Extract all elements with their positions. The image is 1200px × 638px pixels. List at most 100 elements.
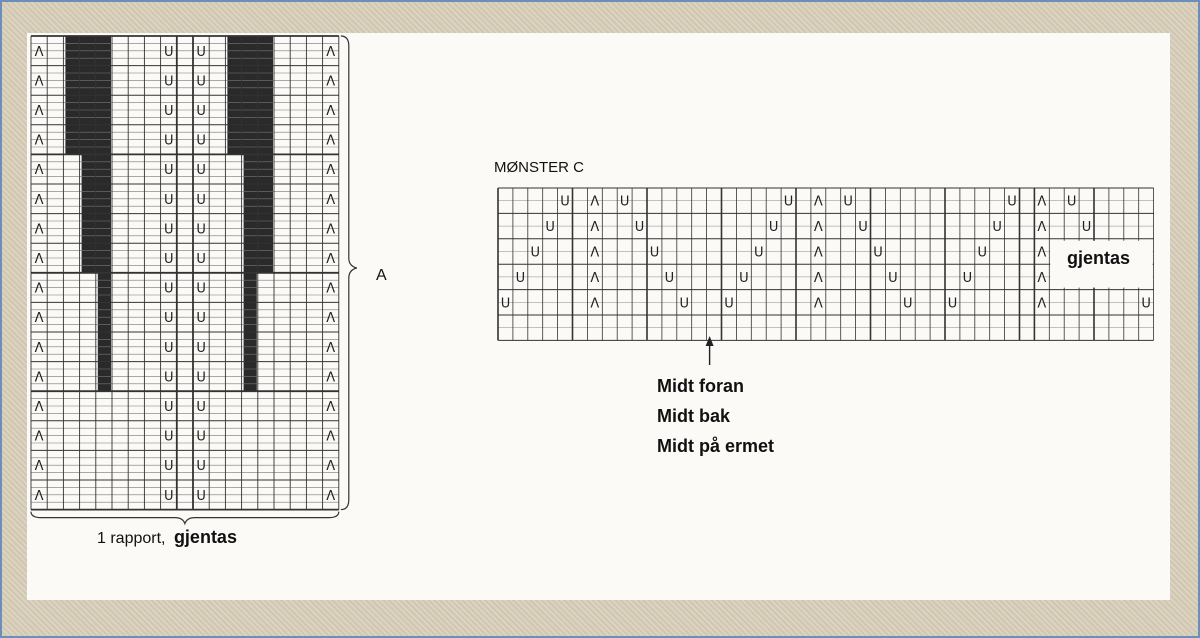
repeat-label: 1 rapport, xyxy=(97,530,165,547)
chart-c-symbol: U xyxy=(754,246,764,261)
chart-a-symbol: Λ xyxy=(35,489,44,504)
chart-a-symbol: U xyxy=(196,45,206,60)
chart-c-symbol: U xyxy=(620,195,630,210)
chart-a-symbol: U xyxy=(196,311,206,326)
center-back-label: Midt bak xyxy=(657,406,731,426)
chart-a-symbol: Λ xyxy=(326,282,335,297)
chart-a-symbol: Λ xyxy=(326,430,335,445)
chart-a-symbol: Λ xyxy=(326,252,335,267)
chart-a-symbol: U xyxy=(196,222,206,237)
chart-c-title: MØNSTER C xyxy=(494,159,584,176)
chart-a-symbol: U xyxy=(164,134,174,149)
chart-a-symbol: U xyxy=(164,430,174,445)
chart-a-symbol: Λ xyxy=(326,193,335,208)
chart-c-symbol: U xyxy=(1082,220,1092,235)
chart-c-symbol: Λ xyxy=(814,296,823,311)
repeat-label-box xyxy=(1050,240,1153,288)
chart-a-symbol: Λ xyxy=(35,459,44,474)
chart-c-symbol: U xyxy=(501,296,511,311)
chart-c-symbol: U xyxy=(843,195,853,210)
chart-a-symbol: U xyxy=(164,282,174,297)
chart-a-symbol: Λ xyxy=(35,45,44,60)
chart-a-symbol: Λ xyxy=(326,489,335,504)
chart-a-symbol: Λ xyxy=(326,370,335,385)
chart-c-symbol: U xyxy=(903,296,913,311)
chart-c-symbol: U xyxy=(635,220,645,235)
chart-a-symbol: U xyxy=(196,400,206,415)
chart-a-symbol: Λ xyxy=(35,430,44,445)
chart-c-symbol: U xyxy=(1141,296,1151,311)
chart-c-symbol: U xyxy=(948,296,958,311)
center-arrow-head xyxy=(705,336,714,346)
chart-c-symbol: Λ xyxy=(590,195,599,210)
chart-a-brace-bottom xyxy=(30,511,340,526)
chart-a-symbol: Λ xyxy=(326,45,335,60)
chart-c-symbol: Λ xyxy=(1037,195,1046,210)
chart-a-symbol: U xyxy=(164,193,174,208)
chart-a-symbol: Λ xyxy=(326,459,335,474)
chart-a-symbol: U xyxy=(164,370,174,385)
chart-a-symbol: U xyxy=(164,252,174,267)
chart-a-symbol: U xyxy=(196,282,206,297)
chart-a-brace-right xyxy=(340,35,357,511)
chart-c-symbol: U xyxy=(963,271,973,286)
chart-a-symbol: Λ xyxy=(326,163,335,178)
chart-a-symbol: U xyxy=(196,489,206,504)
chart-c-symbol: Λ xyxy=(590,271,599,286)
chart-c-symbol: U xyxy=(516,271,526,286)
paper-sheet xyxy=(27,33,1170,600)
chart-c-symbol: U xyxy=(1067,195,1077,210)
chart-a-symbol: Λ xyxy=(35,252,44,267)
chart-c-symbol: Λ xyxy=(1037,296,1046,311)
chart-c-symbol: U xyxy=(769,220,779,235)
chart-a-symbol: Λ xyxy=(35,74,44,89)
chart-c-symbol: Λ xyxy=(1037,246,1046,261)
chart-a-symbol: Λ xyxy=(35,104,44,119)
chart-a-symbol: U xyxy=(196,163,206,178)
chart-a-symbol: Λ xyxy=(35,400,44,415)
chart-a-symbol: Λ xyxy=(35,134,44,149)
chart-a-symbol: Λ xyxy=(326,341,335,356)
chart-c-symbol: U xyxy=(650,246,660,261)
chart-a-symbol: U xyxy=(196,193,206,208)
chart-a-symbol: Λ xyxy=(35,341,44,356)
chart-c-symbol: U xyxy=(679,296,689,311)
chart-a-symbol: U xyxy=(164,341,174,356)
chart-a-symbol: Λ xyxy=(326,311,335,326)
chart-a-symbol: Λ xyxy=(326,74,335,89)
chart-a-symbol: U xyxy=(196,104,206,119)
chart-a-symbol: U xyxy=(164,74,174,89)
chart-a-symbol: U xyxy=(164,222,174,237)
chart-c-symbol: Λ xyxy=(1037,271,1046,286)
chart-a-symbol: Λ xyxy=(35,311,44,326)
chart-a-symbol: U xyxy=(196,459,206,474)
chart-a-symbol: U xyxy=(164,400,174,415)
svg-text:1 rapport, gjentas: 1 rapport, gjentas xyxy=(97,527,237,547)
chart-a-symbol: U xyxy=(164,489,174,504)
chart-a-symbol: U xyxy=(196,134,206,149)
chart-c-symbol: Λ xyxy=(590,220,599,235)
chart-a-symbol: U xyxy=(164,163,174,178)
chart-a-symbol: U xyxy=(196,341,206,356)
chart-a-symbol: Λ xyxy=(326,134,335,149)
center-front-label: Midt foran xyxy=(657,376,744,396)
chart-a-symbol: U xyxy=(164,104,174,119)
chart-a-symbol: U xyxy=(164,311,174,326)
chart-a-symbol: Λ xyxy=(35,370,44,385)
chart-a: ΛΛΛΛΛΛΛΛΛΛΛΛΛΛΛΛΛΛΛΛΛΛΛΛΛΛΛΛΛΛΛΛUUUUUUUU… xyxy=(30,35,357,526)
chart-c-symbol: Λ xyxy=(1037,220,1046,235)
chart-c-symbol: Λ xyxy=(814,195,823,210)
chart-a-symbol: Λ xyxy=(326,222,335,237)
chart-c-symbol: U xyxy=(739,271,749,286)
chart-c-symbol: U xyxy=(1007,195,1017,210)
chart-c-symbol: Λ xyxy=(590,296,599,311)
chart-c-symbol: U xyxy=(992,220,1002,235)
chart-c-symbol: U xyxy=(888,271,898,286)
chart-c-repeat-label: gjentas xyxy=(1067,248,1130,268)
chart-a-symbol: Λ xyxy=(35,163,44,178)
chart-a-label: A xyxy=(376,267,387,284)
chart-c-symbol: Λ xyxy=(814,246,823,261)
chart-a-symbol: Λ xyxy=(35,282,44,297)
